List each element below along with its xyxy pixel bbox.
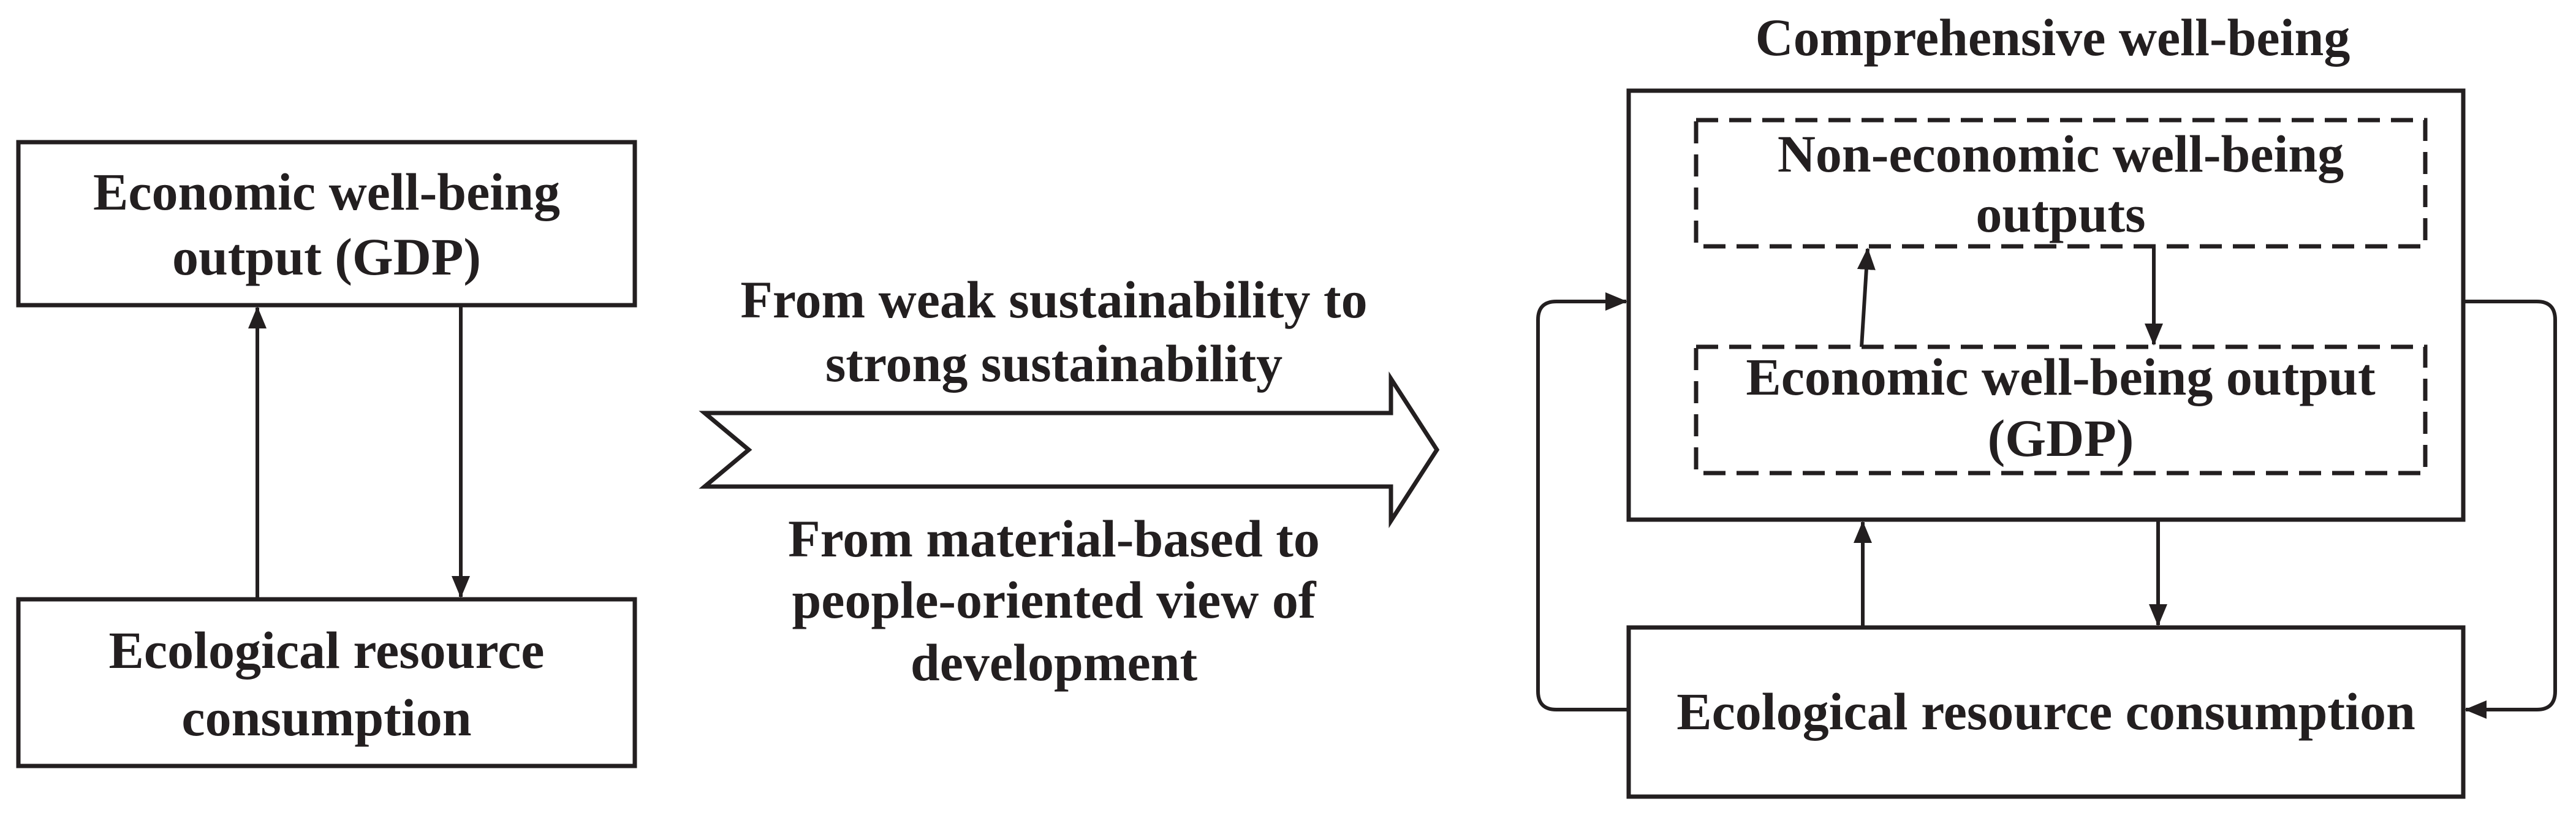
left-loop-arrow	[1536, 292, 1629, 711]
middle-bottom-text-line1: From material-based to	[788, 509, 1320, 568]
noneconomic-label-line2: outputs	[1976, 184, 2145, 243]
noneconomic-dashed-box	[1694, 118, 2428, 249]
ecological-label: Ecological resource consumption	[1676, 682, 2415, 741]
ecological-box	[1626, 625, 2466, 799]
left-economic-label-line2: output (GDP)	[172, 227, 481, 286]
left-ecological-label-line2: consumption	[181, 688, 471, 747]
left-ecological-box	[16, 597, 637, 768]
left-economic-box	[16, 140, 637, 308]
economic-label-line1: Economic well-being output	[1746, 347, 2376, 406]
left-economic-label-line1: Economic well-being	[93, 162, 560, 221]
left-model: Economic well-being output (GDP) Ecologi…	[16, 140, 637, 768]
middle-top-text-line2: strong sustainability	[825, 334, 1282, 393]
economic-dashed-box	[1694, 344, 2428, 476]
left-ecological-label-line1: Ecological resource	[109, 621, 545, 680]
middle-top-text-line1: From weak sustainability to	[740, 270, 1367, 329]
right-loop-arrow	[2463, 300, 2557, 719]
big-transition-arrow	[699, 371, 1440, 528]
inner-arrow-down	[2145, 245, 2163, 346]
noneconomic-label-line1: Non-economic well-being	[1778, 124, 2344, 183]
right-model: Comprehensive well-being Non-economic we…	[1536, 8, 2557, 799]
inner-arrow-up	[1857, 248, 1876, 347]
comprehensive-box	[1626, 88, 2466, 522]
middle-bottom-text-line2: people-oriented view of	[792, 570, 1316, 629]
economic-label-line2: (GDP)	[1988, 409, 2134, 468]
middle-transition: From weak sustainability to strong susta…	[699, 270, 1440, 692]
comprehensive-title: Comprehensive well-being	[1756, 8, 2351, 67]
middle-bottom-text-line3: development	[911, 633, 1198, 692]
